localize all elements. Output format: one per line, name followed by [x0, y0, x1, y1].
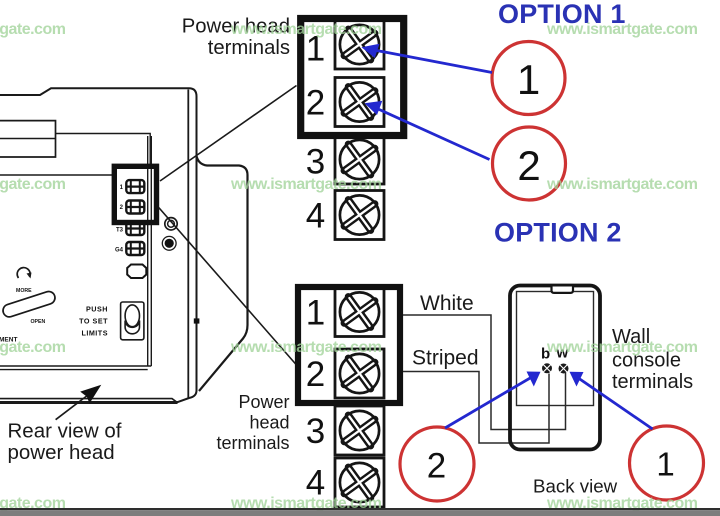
svg-text:www.ismartgate.com: www.ismartgate.com: [0, 176, 66, 193]
svg-text:www.ismartgate.com: www.ismartgate.com: [546, 176, 698, 193]
svg-text:www.ismartgate.com: www.ismartgate.com: [0, 339, 66, 356]
svg-text:terminals: terminals: [216, 433, 289, 453]
svg-text:3: 3: [306, 412, 325, 451]
svg-text:4: 4: [306, 197, 325, 236]
svg-text:MENT: MENT: [0, 336, 17, 343]
svg-text:White: White: [420, 292, 474, 315]
svg-text:1: 1: [517, 56, 540, 103]
svg-text:TO SET: TO SET: [79, 317, 108, 326]
svg-text:w: w: [556, 345, 569, 362]
svg-text:4: 4: [306, 464, 325, 503]
svg-text:Striped: Striped: [412, 347, 479, 370]
svg-text:MORE: MORE: [16, 288, 32, 294]
svg-text:PUSH: PUSH: [86, 305, 108, 314]
svg-text:1: 1: [306, 29, 325, 68]
svg-text:www.ismartgate.com: www.ismartgate.com: [230, 176, 382, 193]
svg-text:3: 3: [306, 142, 325, 181]
svg-text:Power: Power: [238, 392, 289, 412]
svg-text:Wall: Wall: [612, 326, 650, 348]
svg-text:Power head: Power head: [182, 16, 290, 38]
svg-text:OPEN: OPEN: [31, 319, 46, 325]
svg-text:www.ismartgate.com: www.ismartgate.com: [0, 495, 66, 512]
svg-text:1: 1: [120, 185, 124, 191]
svg-text:1: 1: [306, 294, 325, 333]
svg-text:www.ismartgate.com: www.ismartgate.com: [546, 21, 698, 38]
svg-text:Rear view of: Rear view of: [8, 420, 122, 443]
svg-text:b: b: [541, 346, 550, 363]
svg-text:2: 2: [427, 447, 446, 486]
svg-text:www.ismartgate.com: www.ismartgate.com: [230, 339, 382, 356]
svg-text:console: console: [612, 350, 681, 372]
svg-text:Back view: Back view: [533, 476, 618, 497]
svg-text:2: 2: [517, 142, 540, 189]
svg-text:LIMITS: LIMITS: [81, 328, 108, 337]
svg-text:power head: power head: [8, 441, 115, 464]
svg-text:www.ismartgate.com: www.ismartgate.com: [230, 21, 382, 38]
svg-text:terminals: terminals: [208, 37, 290, 59]
svg-text:head: head: [249, 413, 289, 433]
svg-text:OPTION 2: OPTION 2: [494, 218, 622, 248]
svg-text:T3: T3: [116, 228, 124, 234]
svg-text:G4: G4: [115, 248, 124, 254]
svg-text:2: 2: [120, 205, 124, 211]
svg-text:1: 1: [656, 446, 674, 483]
svg-text:2: 2: [306, 355, 325, 394]
svg-text:www.ismartgate.com: www.ismartgate.com: [0, 21, 66, 38]
svg-text:www.ismartgate.com: www.ismartgate.com: [546, 495, 698, 512]
svg-text:OPTION 1: OPTION 1: [498, 0, 626, 29]
svg-text:www.ismartgate.com: www.ismartgate.com: [546, 339, 698, 356]
svg-text:2: 2: [306, 84, 325, 123]
svg-text:www.ismartgate.com: www.ismartgate.com: [230, 495, 382, 512]
svg-text:terminals: terminals: [612, 371, 693, 393]
